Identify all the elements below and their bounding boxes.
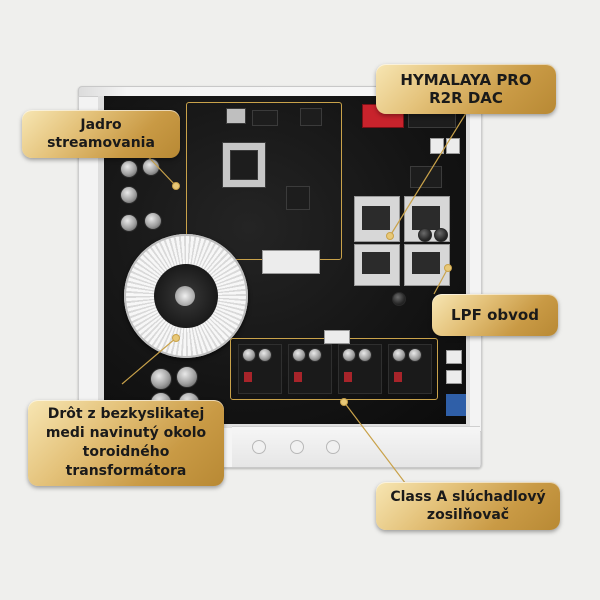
amp-connector (324, 330, 350, 344)
amp-cap-8 (408, 348, 422, 362)
dot-amp (340, 398, 348, 406)
amp-resistor-3 (344, 372, 352, 382)
callout-streaming: Jadro streamovania (22, 110, 180, 158)
power-capacitor-4 (144, 212, 162, 230)
power-capacitor-1 (120, 160, 138, 178)
amp-cap-5 (342, 348, 356, 362)
small-connector-2 (446, 138, 460, 154)
dot-streaming (172, 182, 180, 190)
r2r-module-3-chip (362, 252, 390, 274)
leader-lpf (433, 267, 449, 295)
amp-cap-7 (392, 348, 406, 362)
front-knob-1 (252, 440, 266, 454)
side-connector-1 (446, 350, 462, 364)
usb-port (252, 110, 278, 126)
lpf-capacitor-1 (418, 228, 432, 242)
front-knob-3 (326, 440, 340, 454)
blue-component (446, 394, 466, 416)
amp-cap-4 (308, 348, 322, 362)
amp-cap-1 (242, 348, 256, 362)
lpf-capacitor-3 (392, 292, 406, 306)
header-connector (300, 108, 322, 126)
small-connector-1 (430, 138, 444, 154)
amp-resistor-1 (244, 372, 252, 382)
side-connector-2 (446, 370, 462, 384)
r2r-module-1-chip (362, 206, 390, 230)
ethernet-port (226, 108, 246, 124)
power-capacitor-2 (142, 158, 160, 176)
callout-wire: Drôt z bezkyslikatej medi navinutý okolo… (28, 400, 224, 486)
ribbon-connector (262, 250, 320, 274)
callout-dac: HYMALAYA PRO R2R DAC (376, 64, 556, 114)
power-capacitor-5 (120, 214, 138, 232)
r2r-module-3 (354, 244, 400, 286)
amp-cap-3 (292, 348, 306, 362)
dot-lpf (444, 264, 452, 272)
front-panel (232, 426, 480, 467)
callout-amp: Class A slúchadlový zosilňovač (376, 482, 560, 530)
power-capacitor-3 (120, 186, 138, 204)
leader-wire (121, 337, 177, 385)
streaming-soc-chip (230, 150, 258, 180)
amp-cap-6 (358, 348, 372, 362)
memory-chip (286, 186, 310, 210)
r2r-module-4-chip (412, 252, 440, 274)
amp-resistor-2 (294, 372, 302, 382)
power-capacitor-7 (176, 366, 198, 388)
amp-cap-2 (258, 348, 272, 362)
callout-lpf: LPF obvod (432, 294, 558, 336)
transformer-bolt (175, 286, 195, 306)
amp-resistor-4 (394, 372, 402, 382)
front-knob-2 (290, 440, 304, 454)
dot-wire (172, 334, 180, 342)
dot-dac (386, 232, 394, 240)
power-capacitor-6 (150, 368, 172, 390)
lpf-capacitor-2 (434, 228, 448, 242)
r2r-module-2-chip (412, 206, 440, 230)
leader-dac (389, 109, 469, 237)
